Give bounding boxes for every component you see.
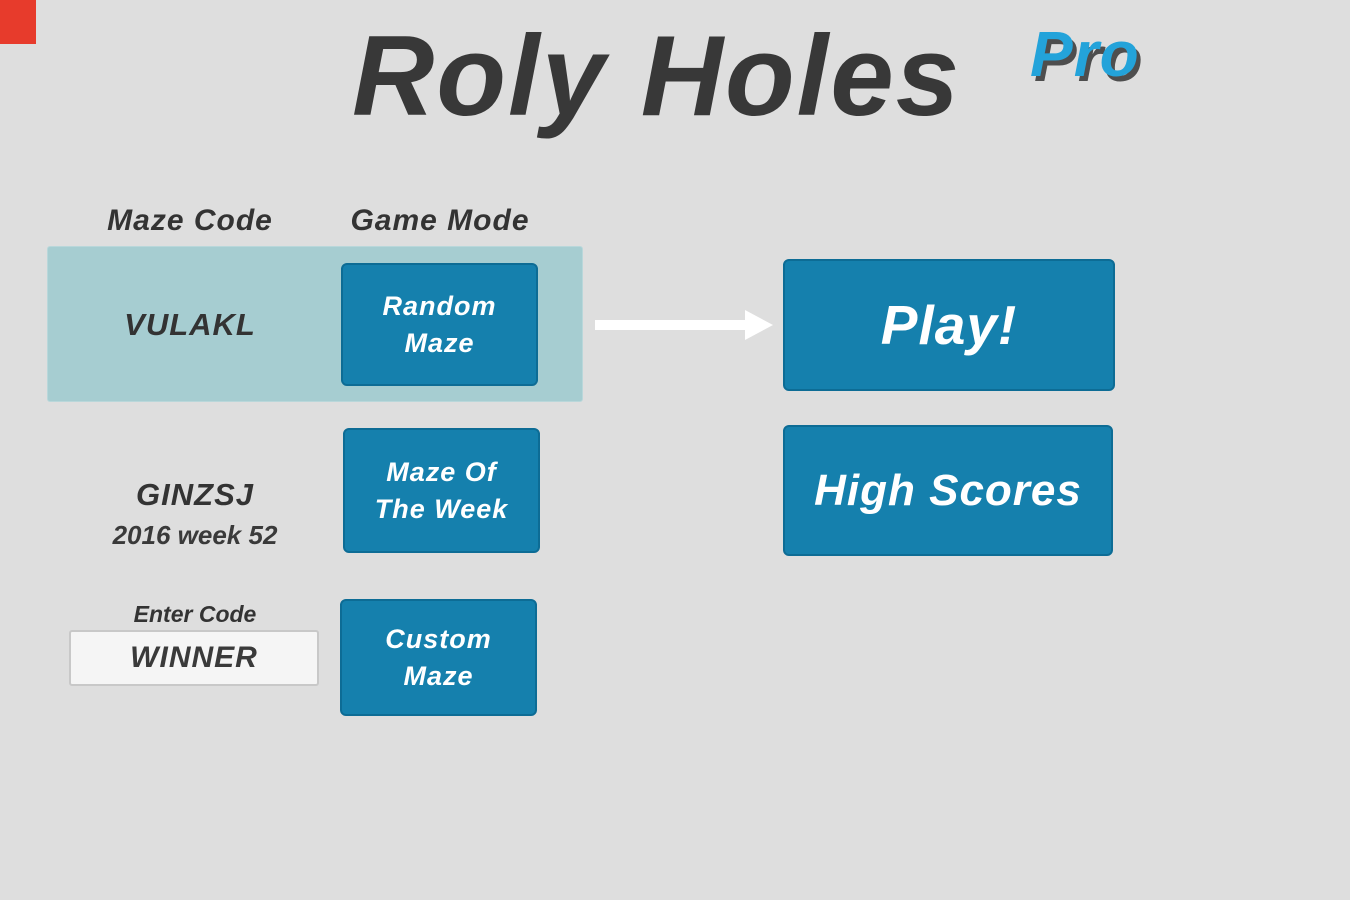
custom-maze-button-line2: Maze: [403, 660, 474, 691]
maze-code-weekly: GINZSJ: [136, 477, 254, 512]
random-maze-button-line2: Maze: [404, 327, 475, 358]
arrow-right-icon: [595, 310, 773, 340]
high-scores-button-label: High Scores: [814, 465, 1082, 515]
play-button-label: Play!: [880, 294, 1018, 356]
random-maze-button[interactable]: Random Maze: [341, 263, 538, 386]
game-title-text: Roly Holes: [352, 13, 962, 140]
custom-maze-button-line1: Custom: [385, 624, 492, 655]
high-scores-button[interactable]: High Scores: [783, 425, 1113, 556]
maze-code-input[interactable]: [69, 630, 319, 686]
maze-of-the-week-button-line2: The Week: [374, 493, 509, 524]
pro-badge-text: Pro: [1030, 18, 1140, 90]
custom-maze-button[interactable]: Custom Maze: [340, 599, 537, 716]
maze-code-random: VULAKL: [124, 307, 256, 342]
maze-code-column-header: Maze Code: [107, 204, 273, 237]
maze-of-the-week-button[interactable]: Maze Of The Week: [343, 428, 540, 553]
game-mode-column-header: Game Mode: [350, 204, 530, 237]
play-button[interactable]: Play!: [783, 259, 1115, 391]
enter-code-label: Enter Code: [133, 601, 257, 627]
pro-badge: Pro: [1030, 22, 1140, 86]
random-maze-button-line1: Random: [382, 291, 497, 322]
maze-of-the-week-button-line1: Maze Of: [386, 457, 497, 488]
maze-code-weekly-subtitle: 2016 week 52: [112, 520, 278, 550]
recording-indicator: [0, 0, 36, 44]
game-title: Roly Holes: [352, 14, 961, 139]
